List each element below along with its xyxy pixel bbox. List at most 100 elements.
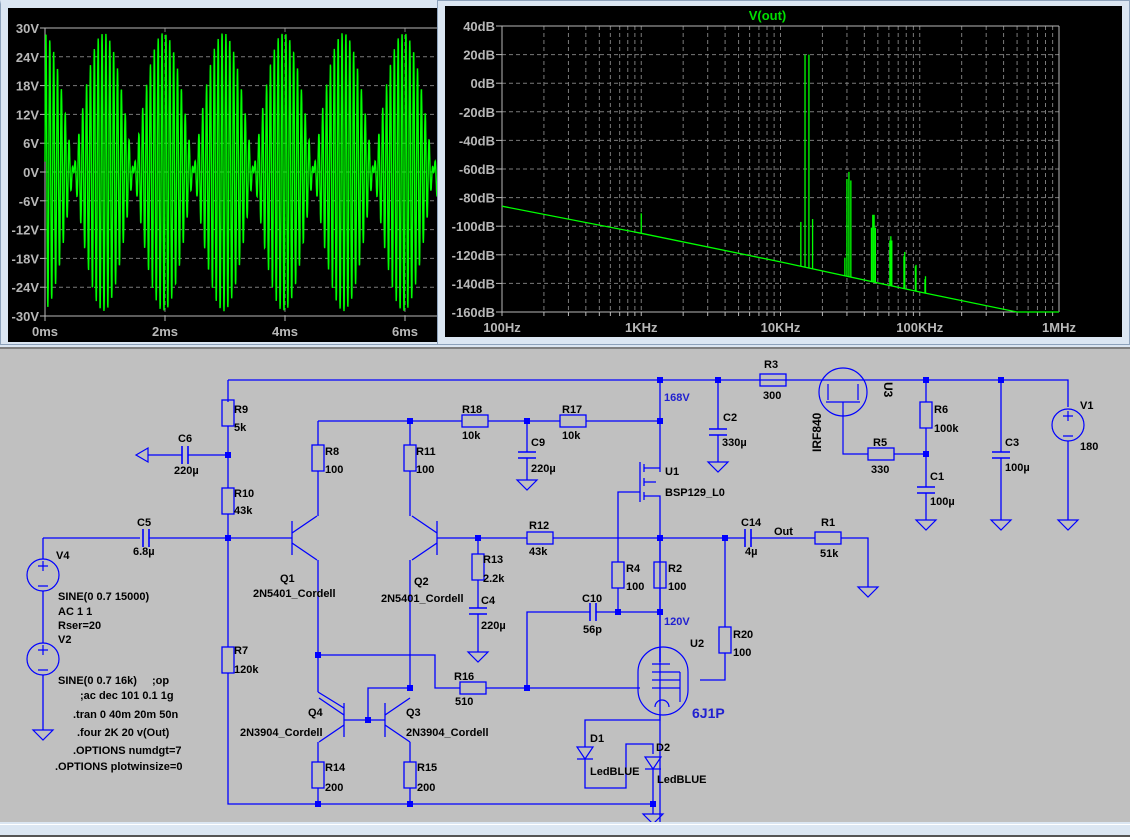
x-tick-label: 0ms: [32, 324, 58, 339]
y-tick-label: 6V: [23, 136, 39, 151]
y-tick-label: -40dB: [459, 133, 495, 148]
polarity-icon: [1063, 411, 1073, 437]
ground-icon: [914, 519, 938, 531]
component-label: 330µ: [722, 437, 747, 449]
component-label: C5: [137, 517, 151, 529]
component-label: LedBLUE: [590, 766, 640, 778]
led-d1: [575, 746, 595, 761]
voltage-source-v4: [26, 558, 60, 592]
junction-dot: [524, 685, 530, 691]
resistor-body: [221, 487, 235, 515]
component-label: V4: [56, 550, 70, 562]
wire: [227, 673, 653, 805]
mosfet-u3-body: [826, 384, 868, 455]
component-label: LedBLUE: [657, 774, 707, 786]
capacitor-c1: [917, 486, 935, 494]
component-label: R4: [626, 563, 641, 575]
ground-icon: [466, 651, 490, 663]
resistor-r10: [221, 487, 235, 515]
component-label: C6: [178, 433, 192, 445]
component-label: 510: [455, 696, 473, 708]
resistor-body: [461, 414, 489, 428]
source-circle: [26, 558, 60, 592]
spice-directive: .OPTIONS plotwinsize=0: [55, 761, 182, 773]
spice-directive: .OPTIONS numdgt=7: [73, 745, 181, 757]
spice-directive: .tran 0 40m 20m 50n: [73, 709, 178, 721]
component-label: U2: [690, 638, 704, 650]
component-label: 6.8µ: [133, 546, 155, 558]
component-label: 100: [668, 581, 686, 593]
component-label: Q4: [308, 707, 324, 719]
resistor-r18: [461, 414, 489, 428]
resistor-body: [759, 373, 787, 387]
wire: [318, 654, 460, 689]
component-label: 10k: [562, 430, 581, 442]
junction-dot: [657, 377, 663, 383]
spice-directive: .four 2K 20 v(Out): [77, 727, 170, 739]
x-tick-label: 1KHz: [625, 320, 658, 335]
junction-dot: [365, 717, 371, 723]
resistor-r14: [311, 761, 325, 789]
net-label-168v: 168V: [664, 392, 690, 404]
voltage-source-v1: [1051, 408, 1085, 442]
mosfet-u3: [818, 367, 868, 455]
y-tick-label: -60dB: [459, 162, 495, 177]
y-tick-label: -6V: [19, 194, 40, 209]
resistor-r17: [559, 414, 587, 428]
wire: [584, 743, 654, 789]
component-label: C14: [741, 517, 762, 529]
component-label: R11: [416, 446, 436, 458]
tube-model-label: 6J1P: [692, 705, 725, 721]
wire: [526, 611, 590, 688]
y-tick-label: 24V: [16, 50, 39, 65]
component-label: 2N3904_Cordell: [406, 727, 489, 739]
lead-bottom: [318, 724, 345, 743]
lead-top: [318, 697, 345, 716]
wire: [367, 687, 410, 720]
mosfet-body: [639, 462, 661, 822]
component-label: R1: [821, 517, 835, 529]
ground-icon: [706, 461, 730, 473]
component-label: R7: [234, 645, 248, 657]
resistor-r12: [526, 531, 554, 545]
capacitor-c9: [518, 451, 536, 459]
resistor-r3: [759, 373, 787, 387]
y-tick-label: 30V: [16, 21, 39, 36]
y-tick-label: 20dB: [463, 48, 495, 63]
component-label: C10: [582, 593, 602, 605]
resistor-r8: [311, 444, 325, 472]
component-label: C2: [723, 412, 737, 424]
lead-top: [291, 515, 318, 534]
resistor-body: [221, 399, 235, 427]
y-tick-label: 18V: [16, 79, 39, 94]
resistor-body: [611, 561, 625, 589]
component-label: R16: [454, 671, 474, 683]
junction-dot: [407, 685, 413, 691]
component-label: 100: [325, 464, 343, 476]
resistor-body: [526, 531, 554, 545]
polarity-icon: [38, 645, 48, 671]
component-label: 100µ: [1005, 462, 1030, 474]
source-circle: [26, 642, 60, 676]
y-tick-label: 12V: [16, 107, 39, 122]
capacitor-c6: [181, 446, 189, 464]
component-label: 330: [871, 464, 889, 476]
component-label: C9: [531, 437, 545, 449]
source-circle: [1051, 408, 1085, 442]
resistor-body: [403, 761, 417, 789]
component-label: 120k: [234, 664, 259, 676]
y-tick-label: 0dB: [470, 76, 495, 91]
transistor-q1: [291, 515, 318, 561]
component-label: Out: [774, 526, 793, 538]
component-label: C3: [1005, 437, 1019, 449]
component-label: 100: [733, 647, 751, 659]
mosfet-model-label: IRF840: [810, 412, 824, 452]
resistor-r1: [814, 531, 842, 545]
capacitor-c14: [744, 529, 752, 547]
